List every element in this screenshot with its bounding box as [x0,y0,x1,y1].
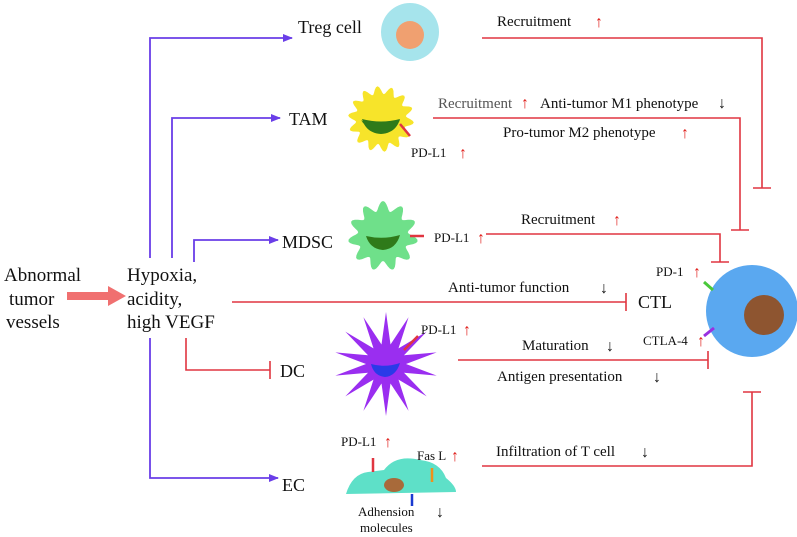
tam-recruitment-up-arrow: ↑ [521,95,529,112]
arrow-to-tam [171,114,281,258]
dc-pdl1-label: PD-L1 [421,322,456,337]
treg-cell [381,3,439,61]
tam-label: TAM [289,109,328,129]
dc-pdl1-up-arrow: ↑ [463,322,471,339]
inhibit-mdsc [486,233,721,262]
tam-m1-down-arrow: ↓ [718,95,726,112]
activation-arrows [149,34,293,482]
ec-adhesion-down-arrow: ↓ [436,504,444,521]
arrow-to-mdsc [193,236,279,262]
pd1-label: PD-1 [656,264,683,279]
ec-adhesion-label-line1: Adhension [358,504,415,519]
treg-recruitment-up-arrow: ↑ [595,14,603,31]
mdsc-recruitment-up-arrow: ↑ [613,212,621,229]
dc-antigen-down-arrow: ↓ [653,369,661,386]
ec-fasl-up-arrow: ↑ [451,448,459,465]
tam-pdl1-label: PD-L1 [411,145,446,160]
tam-m1-label: Anti-tumor M1 phenotype [540,96,699,112]
inhibit-dc [185,338,270,371]
arrow-to-treg [149,34,293,258]
ctla4-label: CTLA-4 [643,333,688,348]
treg-label: Treg cell [298,17,362,37]
mdsc-pdl1-up-arrow: ↑ [477,230,485,247]
tam-cell [348,86,414,152]
inhibit-tam [433,117,741,230]
mdsc-label: MDSC [282,232,333,252]
inhibition-lines [185,37,771,467]
pd1-up-arrow: ↑ [693,264,701,281]
condition-label-line3: high VEGF [127,312,215,333]
tam-pdl1-up-arrow: ↑ [459,145,467,162]
ec-fasl-label: Fas L [417,448,446,463]
ctl-function-label: Anti-tumor function [448,280,570,296]
tam-m2-label: Pro-tumor M2 phenotype [503,125,656,141]
ec-cell [346,458,456,506]
source-label-line2: tumor [9,289,55,310]
ec-adhesion-label-line2: molecules [360,520,413,535]
inhibit-treg [482,37,763,188]
ctla4-up-arrow: ↑ [697,333,705,350]
tam-recruitment-label: Recruitment [438,96,513,112]
condition-label-line1: Hypoxia, [127,265,197,286]
dc-maturation-label: Maturation [522,338,589,354]
inhibit-ec [482,392,753,467]
ec-pdl1-label: PD-L1 [341,434,376,449]
mdsc-cell [348,201,424,270]
mdsc-pdl1-label: PD-L1 [434,230,469,245]
source-label-line3: vessels [6,312,60,333]
ctl-label: CTL [638,292,672,312]
ec-infiltration-label: Infiltration of T cell [496,444,615,460]
ec-infiltration-down-arrow: ↓ [641,444,649,461]
dc-maturation-down-arrow: ↓ [606,338,614,355]
vessel-arrow [67,286,126,306]
ctl-cell [703,265,797,357]
dc-label: DC [280,361,305,381]
treg-recruitment-label: Recruitment [497,14,572,30]
dc-antigen-label: Antigen presentation [497,369,623,385]
source-label-line1: Abnormal [4,265,81,286]
ctl-function-down-arrow: ↓ [600,280,608,297]
arrow-to-ec [149,338,279,482]
condition-label-line2: acidity, [127,289,182,310]
mdsc-recruitment-label: Recruitment [521,212,596,228]
ec-pdl1-up-arrow: ↑ [384,434,392,451]
ec-label: EC [282,475,305,495]
tam-m2-up-arrow: ↑ [681,125,689,142]
dc-cell [335,312,437,416]
